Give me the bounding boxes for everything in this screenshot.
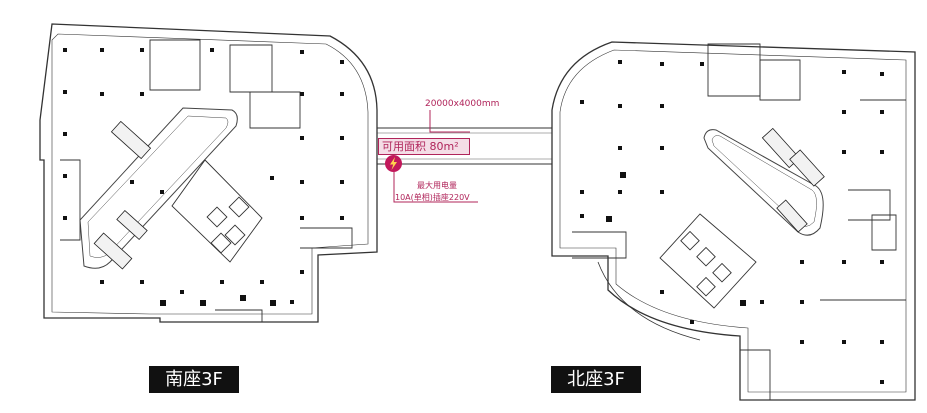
bridge-dimension-label: 20000x4000mm: [425, 99, 500, 109]
max-power-label: 最大用电量: [417, 181, 457, 190]
usable-area-box: [378, 138, 470, 155]
north-building-outline: [551, 41, 916, 401]
north-floor-label: 北座3F: [551, 366, 641, 393]
usable-area-label: 可用面积 80m²: [382, 140, 459, 153]
bridge-corridor: [377, 127, 552, 165]
north-core: [572, 43, 906, 400]
north-escalators: [761, 127, 825, 233]
south-escalators: [93, 120, 152, 270]
south-floor-label: 南座3F: [149, 366, 239, 393]
south-core: [60, 39, 353, 322]
south-building-outline: [39, 23, 378, 323]
annotation-leaders: [393, 110, 478, 203]
lightning-icon: [385, 155, 402, 172]
north-columns: [580, 60, 884, 384]
socket-spec-label: 10A(单相)插座220V: [395, 193, 470, 202]
south-columns: [63, 48, 344, 306]
north-atrium: [703, 129, 824, 236]
